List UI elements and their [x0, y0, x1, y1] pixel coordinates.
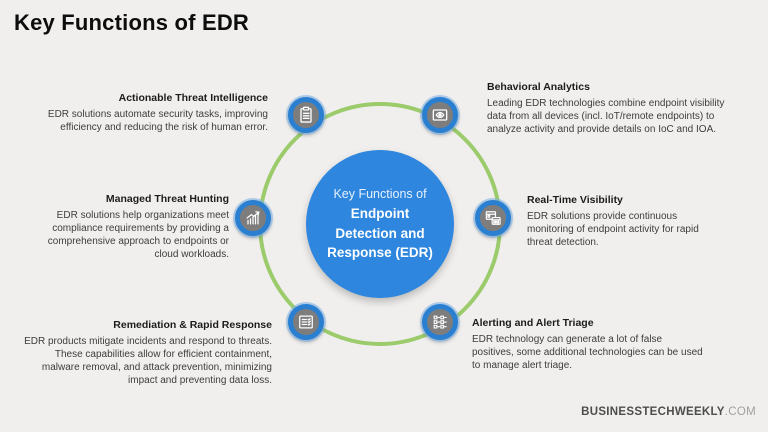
block-title: Alerting and Alert Triage [472, 317, 594, 329]
checklist-icon [296, 312, 316, 332]
page-title: Key Functions of EDR [14, 10, 250, 35]
brand-suffix: .COM [724, 406, 756, 418]
block-title: Managed Threat Hunting [105, 193, 229, 205]
block-title: Real-Time Visibility [527, 194, 623, 206]
block-body: EDR solutions help organizations meet co… [47, 209, 229, 261]
block-behavioral-analytics: Behavioral Analytics Leading EDR technol… [487, 81, 725, 136]
block-body: EDR solutions provide continuous monitor… [527, 210, 699, 249]
alert-grid-icon [430, 312, 450, 332]
block-actionable-threat-intelligence: Actionable Threat Intelligence EDR solut… [36, 92, 268, 134]
block-managed-threat-hunting: Managed Threat Hunting EDR solutions hel… [25, 193, 229, 261]
block-body: EDR products mitigate incidents and resp… [24, 335, 272, 387]
node-actionable-threat-intelligence [288, 97, 324, 133]
brand-name: BUSINESSTECHWEEKLY [581, 406, 725, 418]
block-title: Behavioral Analytics [487, 81, 590, 93]
block-body: EDR solutions automate security tasks, i… [47, 108, 268, 133]
block-alerting-alert-triage: Alerting and Alert Triage EDR technology… [472, 317, 704, 372]
block-title: Actionable Threat Intelligence [118, 92, 268, 104]
center-circle: Key Functions of Endpoint Detection and … [306, 150, 454, 298]
node-managed-threat-hunting [235, 200, 271, 236]
overlapping-windows-icon [483, 208, 503, 228]
eye-visibility-icon [430, 105, 450, 125]
block-real-time-visibility: Real-Time Visibility EDR solutions provi… [527, 194, 719, 249]
center-subject-text: Endpoint Detection and Response (EDR) [327, 206, 433, 261]
node-remediation-rapid-response [288, 304, 324, 340]
clipboard-icon [296, 105, 316, 125]
block-body: EDR technology can generate a lot of fal… [472, 333, 703, 372]
site-branding: BUSINESSTECHWEEKLY.COM [581, 406, 756, 418]
node-real-time-visibility [475, 200, 511, 236]
growth-chart-icon [243, 208, 263, 228]
node-alerting-alert-triage [422, 304, 458, 340]
block-title: Remediation & Rapid Response [113, 319, 272, 331]
node-behavioral-analytics [422, 97, 458, 133]
block-body: Leading EDR technologies combine endpoin… [487, 97, 725, 136]
center-intro-text: Key Functions of [333, 187, 427, 202]
block-remediation-rapid-response: Remediation & Rapid Response EDR product… [20, 319, 272, 387]
